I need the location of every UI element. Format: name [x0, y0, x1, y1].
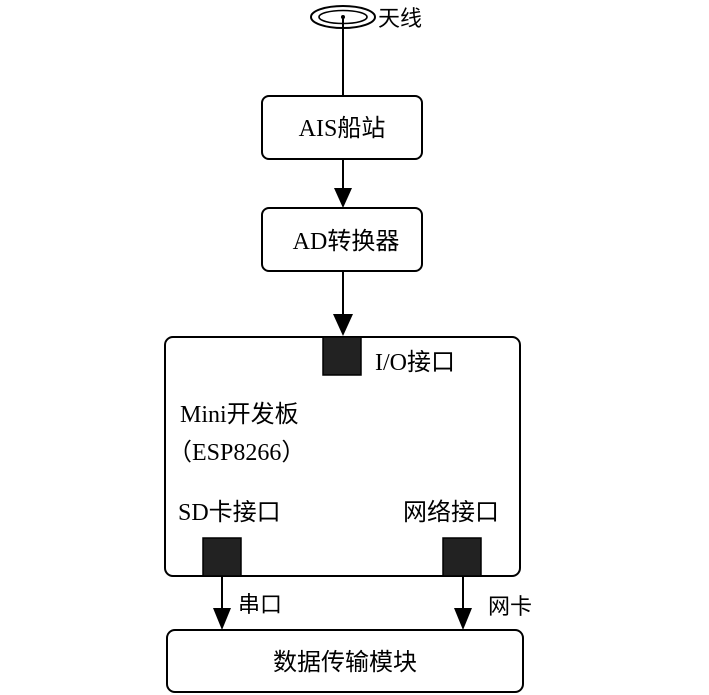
network-port	[442, 537, 482, 577]
arrowhead-ais-to-ad	[334, 188, 352, 208]
antenna-label: 天线	[378, 7, 422, 32]
ad-converter-label: AD转换器	[293, 228, 400, 255]
mini-board-label-line2: （ESP8266）	[168, 440, 305, 466]
mini-board-label-line1: Mini开发板	[180, 401, 299, 428]
sd-port	[202, 537, 242, 577]
arrowhead-sd-to-transfer	[213, 608, 231, 630]
io-port-label: I/O接口	[375, 349, 455, 376]
data-transfer-box	[166, 629, 524, 693]
network-port-label: 网络接口	[403, 498, 499, 526]
serial-edge-label: 串口	[238, 593, 282, 618]
sd-port-label: SD卡接口	[178, 499, 281, 526]
ais-station-label: AIS船站	[299, 115, 386, 142]
network-card-edge-label: 网卡	[488, 595, 532, 620]
arrowhead-network-to-transfer	[454, 608, 472, 630]
data-transfer-label: 数据传输模块	[273, 648, 417, 676]
io-port	[322, 336, 362, 376]
arrowhead-ad-to-io	[333, 314, 353, 336]
